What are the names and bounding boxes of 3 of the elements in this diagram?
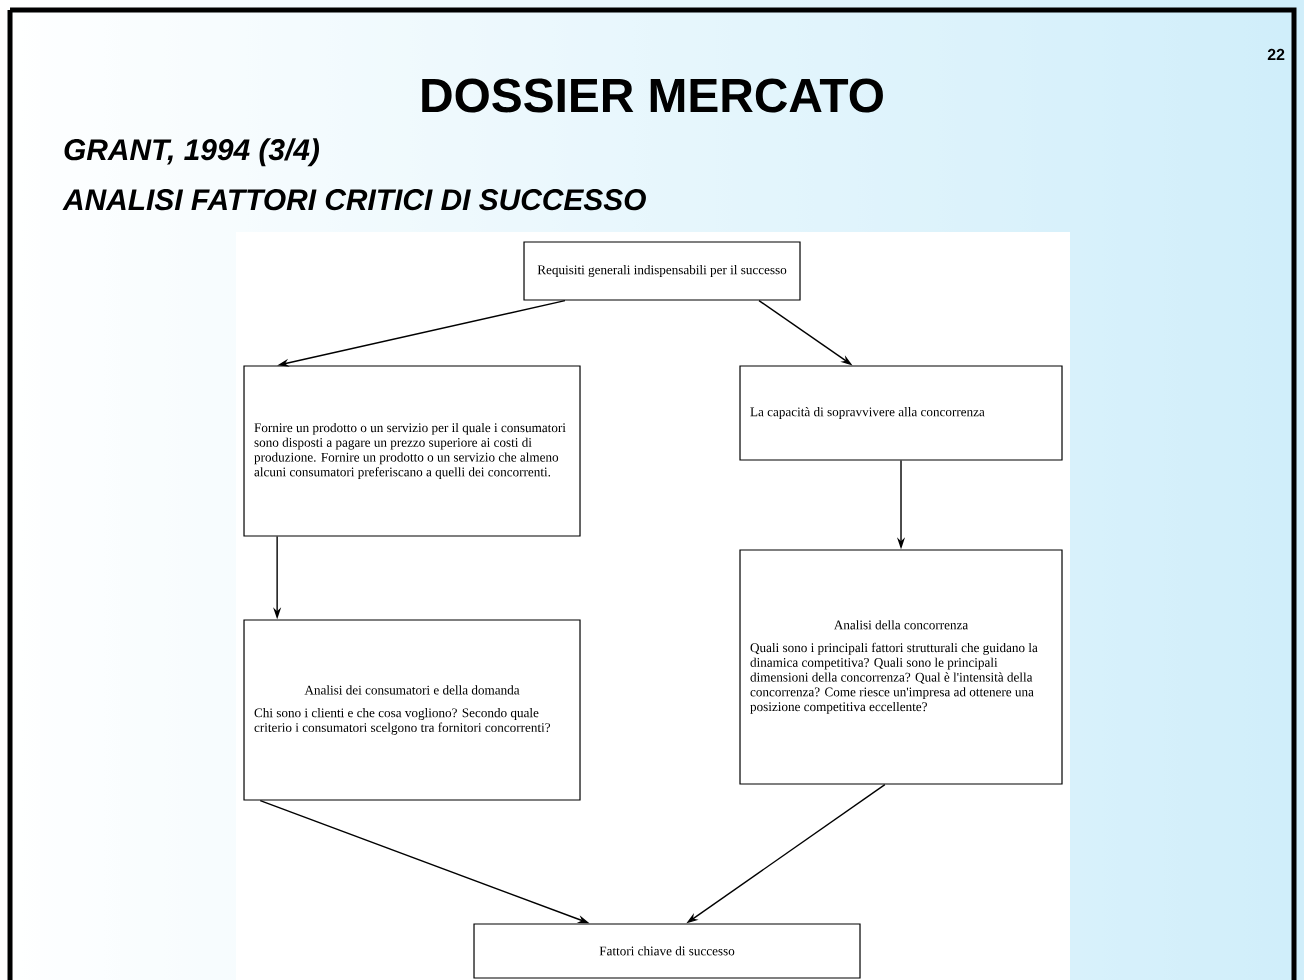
subtitle: ANALISI FATTORI CRITICI DI SUCCESSO: [62, 189, 646, 211]
slide-title: DOSSIER MERCATO: [422, 78, 883, 113]
subtitle: GRANT, 1994 (3/4): [64, 138, 319, 167]
